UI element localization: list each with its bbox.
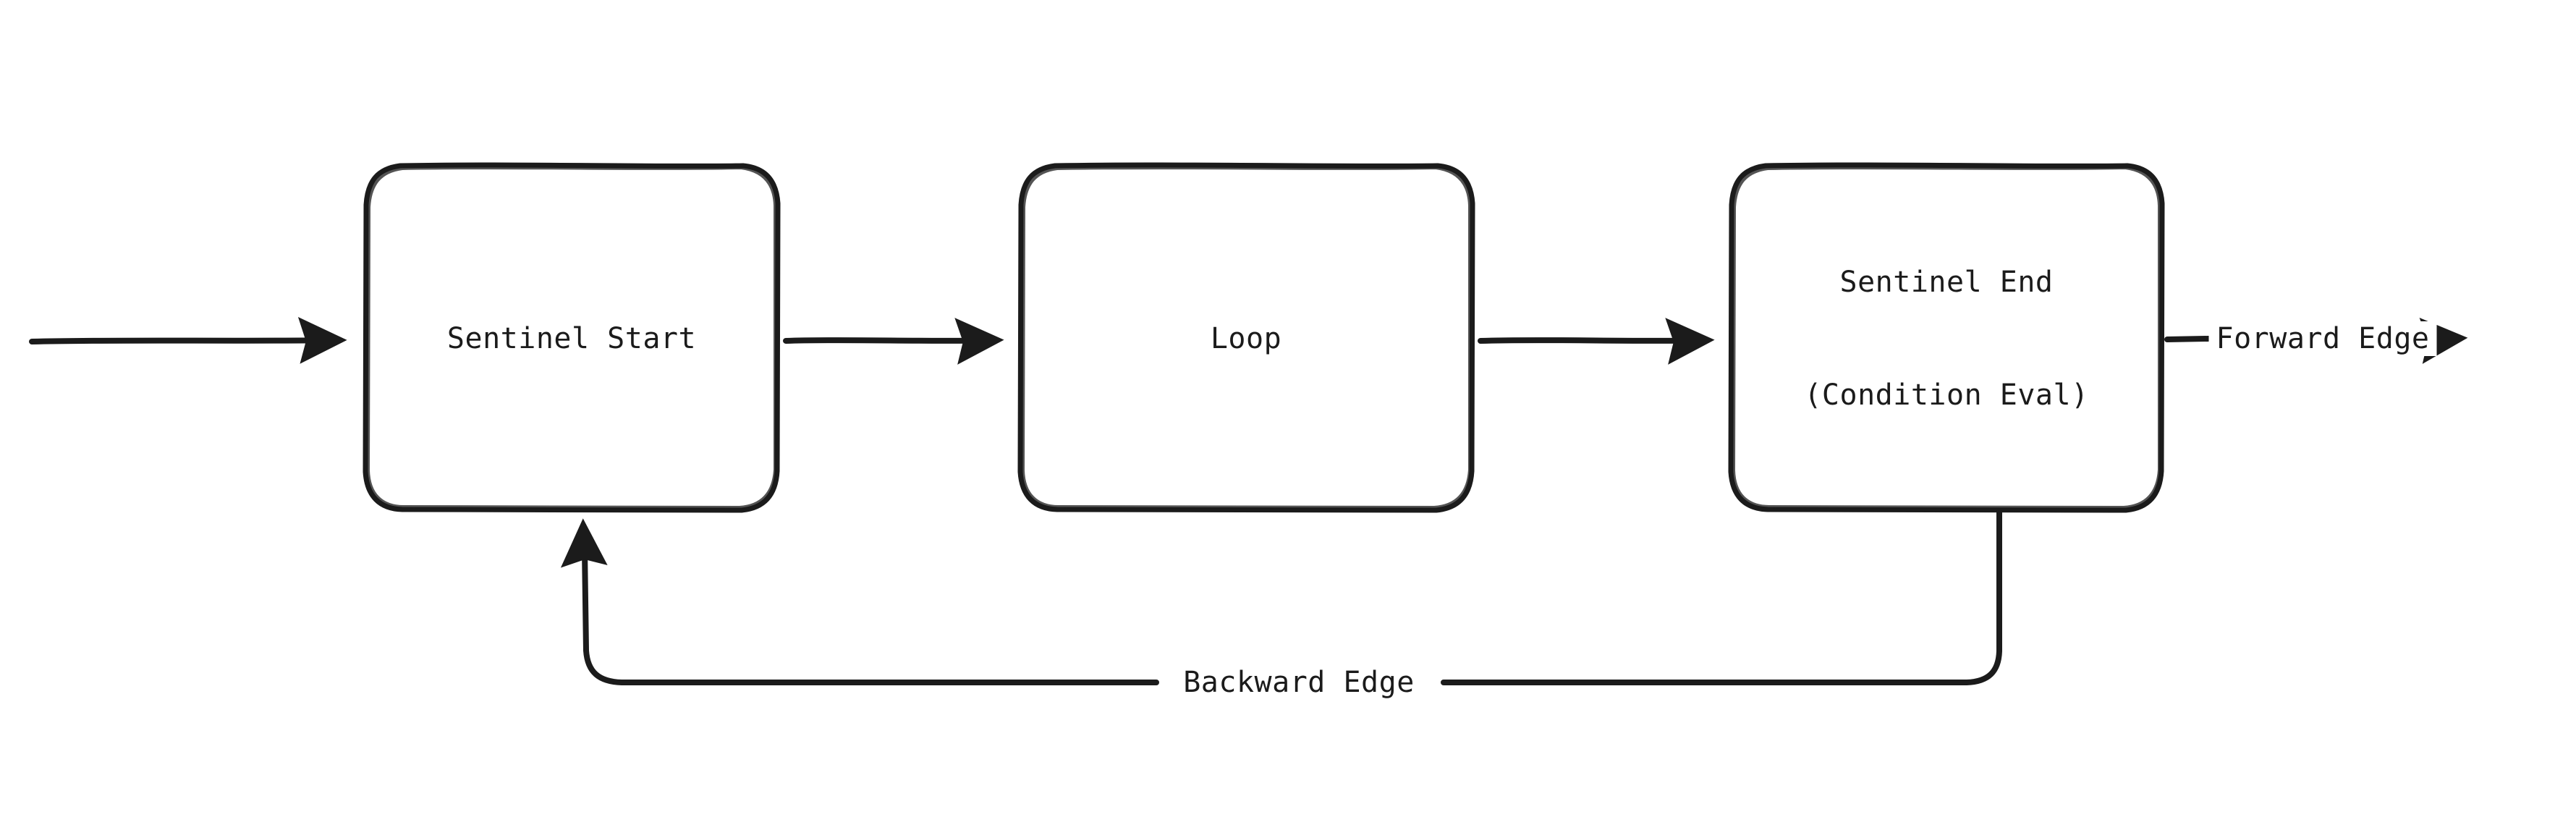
node-loop-shape bbox=[1017, 162, 1475, 513]
node-loop[interactable] bbox=[1020, 165, 1473, 510]
node-sentinel-start[interactable] bbox=[365, 165, 778, 510]
edge-loop-to-end bbox=[1478, 318, 1715, 365]
node-sentinel-start-shape bbox=[363, 162, 781, 513]
edge-backward bbox=[560, 509, 2002, 685]
node-sentinel-end[interactable] bbox=[1731, 165, 2162, 510]
edge-start-to-loop bbox=[783, 318, 1004, 365]
edge-label-forward[interactable]: Forward Edge bbox=[2208, 321, 2437, 356]
node-sentinel-end-shape bbox=[1728, 162, 2165, 513]
edge-entry bbox=[29, 317, 347, 364]
edge-label-backward[interactable]: Backward Edge bbox=[1176, 665, 1422, 700]
